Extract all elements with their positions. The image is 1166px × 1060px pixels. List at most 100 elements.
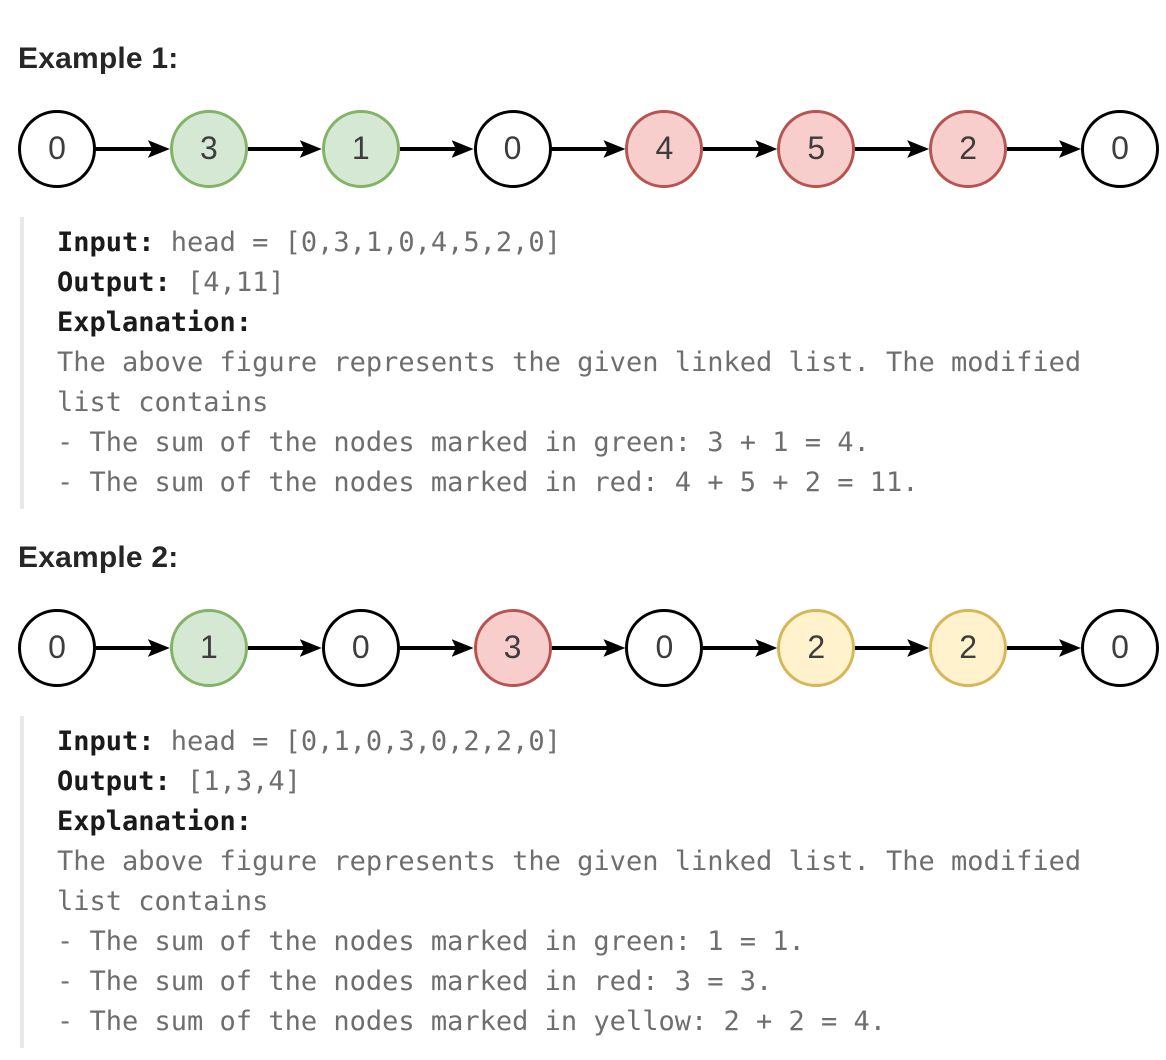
list-node-white: 0 bbox=[1081, 110, 1160, 188]
arrow-connector bbox=[551, 638, 626, 658]
node-value: 5 bbox=[807, 130, 826, 166]
node-value: 2 bbox=[959, 130, 978, 166]
list-node-red: 4 bbox=[625, 110, 704, 188]
arrow-line bbox=[247, 646, 306, 650]
io-text: - The sum of the nodes marked in red: 3 … bbox=[57, 966, 773, 997]
arrow-connector bbox=[551, 139, 626, 159]
arrow-connector bbox=[247, 139, 322, 159]
list-node-white: 0 bbox=[473, 110, 552, 188]
io-label: Explanation: bbox=[57, 806, 253, 837]
arrow-connector bbox=[703, 638, 778, 658]
node-value: 0 bbox=[1111, 629, 1129, 665]
io-text: The above figure represents the given li… bbox=[57, 347, 1082, 378]
code-line: - The sum of the nodes marked in red: 4 … bbox=[57, 463, 1166, 503]
node-value: 0 bbox=[1111, 130, 1129, 166]
node-value: 0 bbox=[503, 130, 522, 166]
example-1-linked-list-diagram: 0 3 1 0 4 5 2 0 bbox=[18, 110, 1160, 188]
arrow-line bbox=[551, 646, 610, 650]
io-text: The above figure represents the given li… bbox=[57, 846, 1082, 877]
list-node-white: 0 bbox=[321, 609, 400, 687]
arrow-connector bbox=[247, 638, 322, 658]
io-text: list contains bbox=[57, 886, 269, 917]
io-label: Explanation: bbox=[57, 307, 253, 338]
arrow-connector bbox=[399, 638, 474, 658]
io-text: - The sum of the nodes marked in green: … bbox=[57, 427, 870, 458]
example-1-io-block: Input: head = [0,3,1,0,4,5,2,0]Output: [… bbox=[20, 217, 1166, 509]
node-value: 2 bbox=[959, 629, 978, 665]
code-line: Explanation: bbox=[57, 303, 1166, 343]
io-text: - The sum of the nodes marked in green: … bbox=[57, 926, 805, 957]
example-2-heading: Example 2: bbox=[18, 541, 179, 574]
example-2-io-block: Input: head = [0,1,0,3,0,2,2,0]Output: [… bbox=[20, 716, 1166, 1048]
io-label: Input: bbox=[57, 227, 171, 258]
example-2-linked-list-diagram: 0 1 0 3 0 2 2 0 bbox=[18, 609, 1160, 687]
arrow-line bbox=[247, 147, 306, 151]
node-value: 1 bbox=[199, 629, 218, 665]
arrow-line bbox=[703, 646, 762, 650]
code-line: Input: head = [0,3,1,0,4,5,2,0] bbox=[57, 223, 1166, 263]
code-line: Output: [1,3,4] bbox=[57, 762, 1166, 802]
list-node-green: 1 bbox=[321, 110, 400, 188]
arrow-line bbox=[1007, 646, 1066, 650]
io-text: - The sum of the nodes marked in red: 4 … bbox=[57, 467, 919, 498]
node-value: 2 bbox=[807, 629, 826, 665]
code-line: - The sum of the nodes marked in green: … bbox=[57, 922, 1166, 962]
arrow-connector bbox=[703, 139, 778, 159]
arrow-line bbox=[703, 147, 762, 151]
list-node-green: 1 bbox=[169, 609, 248, 687]
list-node-white: 0 bbox=[1081, 609, 1160, 687]
arrow-connector bbox=[855, 638, 930, 658]
node-value: 4 bbox=[655, 130, 674, 166]
list-node-red: 5 bbox=[777, 110, 856, 188]
arrow-connector bbox=[399, 139, 474, 159]
list-node-yellow: 2 bbox=[777, 609, 856, 687]
arrow-line bbox=[1007, 147, 1066, 151]
arrow-line bbox=[96, 646, 154, 650]
arrow-line bbox=[399, 147, 458, 151]
code-line: Input: head = [0,1,0,3,0,2,2,0] bbox=[57, 722, 1166, 762]
io-text: - The sum of the nodes marked in yellow:… bbox=[57, 1006, 887, 1037]
node-value: 3 bbox=[199, 130, 218, 166]
code-line: - The sum of the nodes marked in red: 3 … bbox=[57, 962, 1166, 1002]
list-node-white: 0 bbox=[18, 609, 96, 687]
example-1-section: Example 1: 0 3 1 0 4 5 2 0 Input: head = [0,3,1… bbox=[18, 42, 1166, 509]
list-node-white: 0 bbox=[625, 609, 704, 687]
example-2-section: Example 2: 0 1 0 3 0 2 2 0 Input: head = [0,1,0… bbox=[18, 541, 1166, 1048]
node-value: 0 bbox=[48, 629, 66, 665]
arrow-connector bbox=[1007, 139, 1082, 159]
list-node-red: 3 bbox=[473, 609, 552, 687]
arrow-line bbox=[855, 147, 914, 151]
list-node-yellow: 2 bbox=[929, 609, 1008, 687]
io-label: Input: bbox=[57, 726, 171, 757]
arrow-line bbox=[551, 147, 610, 151]
node-value: 1 bbox=[351, 130, 370, 166]
list-node-green: 3 bbox=[169, 110, 248, 188]
code-line: Output: [4,11] bbox=[57, 263, 1166, 303]
code-line: Explanation: bbox=[57, 802, 1166, 842]
code-line: list contains bbox=[57, 882, 1166, 922]
io-label: Output: bbox=[57, 267, 188, 298]
code-line: - The sum of the nodes marked in green: … bbox=[57, 423, 1166, 463]
node-value: 3 bbox=[503, 629, 522, 665]
arrow-connector bbox=[1007, 638, 1082, 658]
node-value: 0 bbox=[655, 629, 674, 665]
io-text: list contains bbox=[57, 387, 269, 418]
arrow-line bbox=[96, 147, 154, 151]
node-value: 0 bbox=[48, 130, 66, 166]
arrow-connector bbox=[96, 638, 170, 658]
code-line: - The sum of the nodes marked in yellow:… bbox=[57, 1002, 1166, 1042]
node-value: 0 bbox=[351, 629, 370, 665]
io-text: head = [0,3,1,0,4,5,2,0] bbox=[170, 227, 561, 258]
arrow-connector bbox=[855, 139, 930, 159]
code-line: The above figure represents the given li… bbox=[57, 842, 1166, 882]
list-node-red: 2 bbox=[929, 110, 1008, 188]
example-1-heading: Example 1: bbox=[18, 42, 179, 75]
io-text: head = [0,1,0,3,0,2,2,0] bbox=[170, 726, 561, 757]
code-line: The above figure represents the given li… bbox=[57, 343, 1166, 383]
arrow-connector bbox=[96, 139, 170, 159]
arrow-line bbox=[399, 646, 458, 650]
io-text: [1,3,4] bbox=[187, 766, 301, 797]
arrow-line bbox=[855, 646, 914, 650]
code-line: list contains bbox=[57, 383, 1166, 423]
